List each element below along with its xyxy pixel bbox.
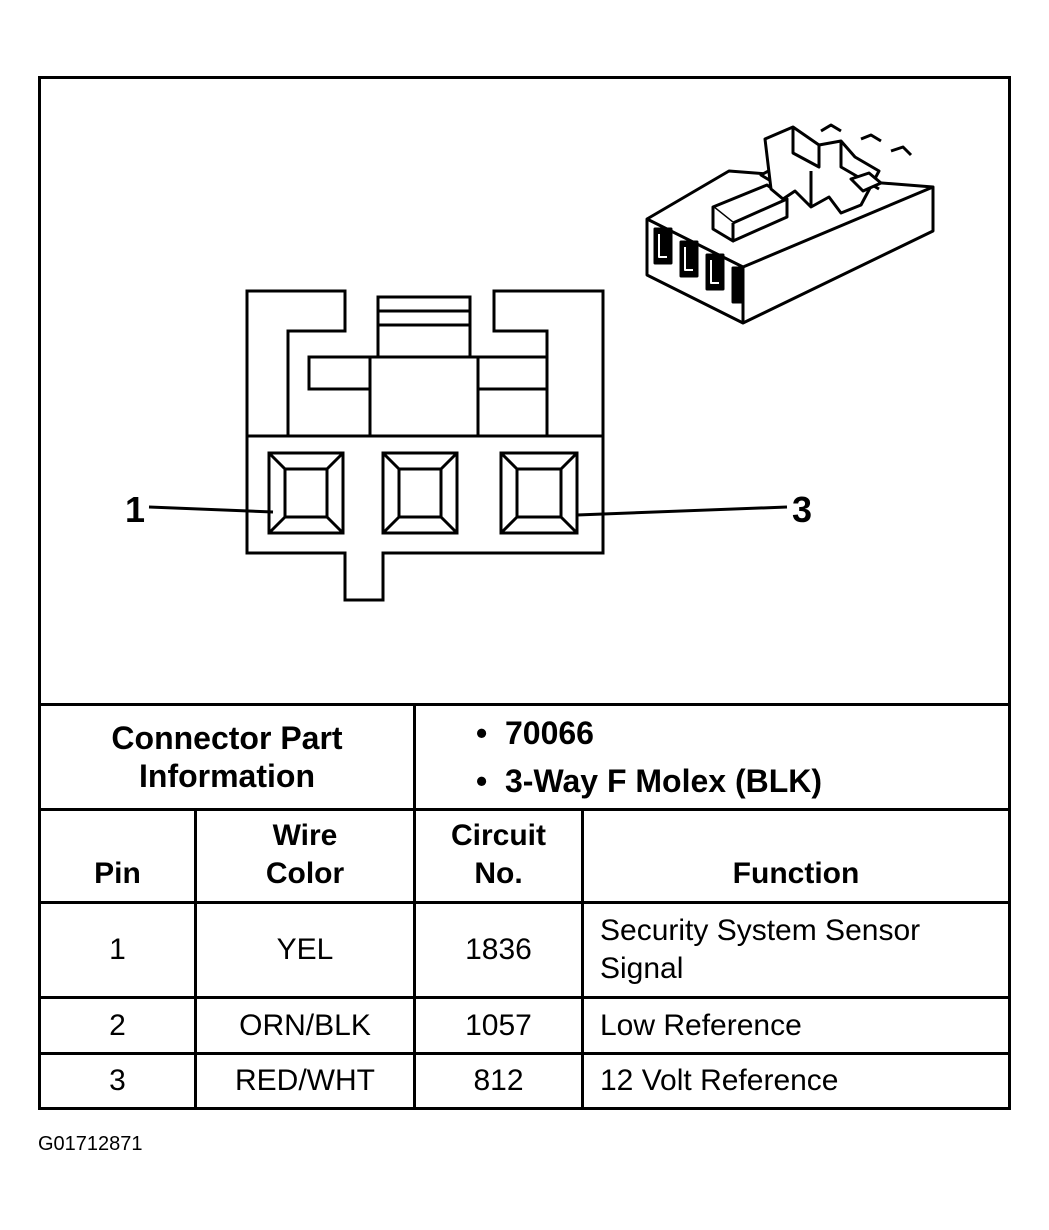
- pin-cavity-2: [381, 451, 459, 535]
- row-1-pin: 1: [41, 904, 197, 999]
- part-number: 70066: [476, 709, 594, 757]
- col-header-pin-text: Pin: [94, 857, 141, 890]
- connector-drawing-area: 1 3: [41, 79, 1008, 706]
- pin-cavity-1: [267, 451, 345, 535]
- row-1-circuit: 1836: [416, 904, 584, 999]
- col-header-wire-color: Wire Color: [197, 811, 416, 904]
- connector-diagram-frame: 1 3 Connector Part Information 70066 3-W…: [38, 76, 1011, 1110]
- col-header-circuit-no-text: Circuit No.: [450, 819, 546, 890]
- latch-wing-left: [307, 355, 372, 391]
- latch-body: [368, 355, 480, 438]
- connector-pinout-table: Connector Part Information 70066 3-Way F…: [41, 706, 1008, 1107]
- connector-part-info-label: Connector Part Information: [111, 720, 343, 794]
- connector-part-info-values: 70066 3-Way F Molex (BLK): [416, 706, 1008, 811]
- col-header-pin: Pin: [41, 811, 197, 904]
- row-2-circuit: 1057: [416, 999, 584, 1055]
- row-3-circuit: 812: [416, 1055, 584, 1107]
- leader-line-3: [576, 505, 788, 517]
- col-header-function: Function: [584, 811, 1008, 904]
- col-header-wire-color-text: Wire Color: [265, 819, 345, 890]
- pin-cavity-3: [499, 451, 579, 535]
- row-2-function: Low Reference: [584, 999, 1008, 1055]
- connector-body-outline: [245, 289, 605, 602]
- connector-description: 3-Way F Molex (BLK): [476, 757, 822, 805]
- row-3-pin: 3: [41, 1055, 197, 1107]
- figure-code: G01712871: [38, 1133, 143, 1155]
- connector-part-info-header: Connector Part Information: [41, 706, 416, 811]
- row-2-pin: 2: [41, 999, 197, 1055]
- row-3-wire-color: RED/WHT: [197, 1055, 416, 1107]
- row-1-wire-color: YEL: [197, 904, 416, 999]
- row-2-wire-color: ORN/BLK: [197, 999, 416, 1055]
- pin-callout-3: 3: [792, 489, 813, 530]
- connector-isometric-illustration: [645, 123, 935, 325]
- row-1-function-text: Security System Sensor Signal: [600, 914, 921, 985]
- latch-top: [376, 295, 472, 359]
- leader-line-1: [148, 505, 274, 514]
- row-3-function: 12 Volt Reference: [600, 1064, 839, 1097]
- col-header-function-text: Function: [732, 857, 860, 890]
- connector-face-drawing: [148, 123, 935, 602]
- latch-wing-right: [476, 355, 549, 391]
- row-1-function: Security System Sensor Signal: [584, 904, 1008, 999]
- pin-callout-1: 1: [125, 489, 146, 530]
- col-header-circuit-no: Circuit No.: [416, 811, 584, 904]
